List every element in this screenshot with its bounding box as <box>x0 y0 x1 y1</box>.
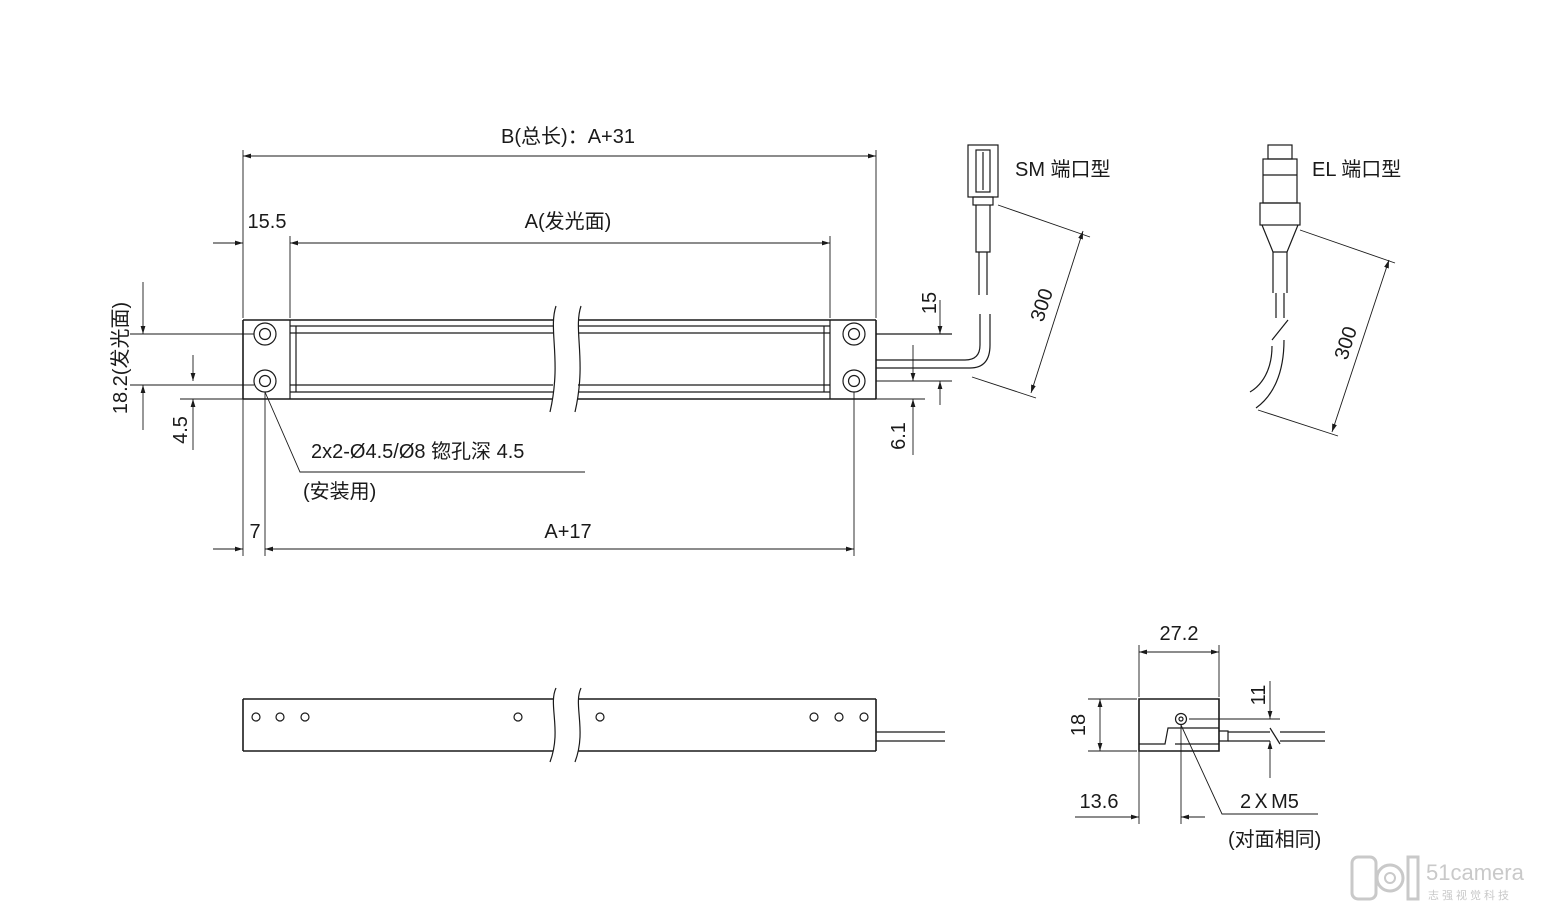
cable-offset-label: 15 <box>919 292 941 314</box>
screw-offset-top-label: 11 <box>1248 685 1270 706</box>
hole-offset-label: 4.5 <box>170 416 192 444</box>
end-view: 27.2 18 11 13.6 2ＸM5 (对面相同) <box>1068 623 1325 851</box>
emitting-width-label: 18.2(发光面) <box>109 302 132 414</box>
camera-logo-icon <box>1350 855 1420 901</box>
hole-span-label: A+17 <box>544 521 591 543</box>
emitting-length-label: A(发光面) <box>525 210 612 233</box>
left-offset-label: 15.5 <box>248 211 287 233</box>
front-view: B(总长)：A+31 15.5 A(发光面) 18.2(发光面) 4.5 2x2… <box>109 125 991 556</box>
total-length-label: B(总长)：A+31 <box>501 125 635 148</box>
end-width-label: 27.2 <box>1160 623 1199 645</box>
bottom-offset-label: 6.1 <box>888 422 910 450</box>
sm-cable-length-label: 300 <box>1027 286 1058 325</box>
screw-offset-left-label: 13.6 <box>1080 791 1119 813</box>
sm-connector: SM 端口型 300 <box>967 144 1111 399</box>
watermark-brand: 51camera <box>1426 860 1525 885</box>
side-view <box>242 687 945 763</box>
end-height-label: 18 <box>1068 714 1090 736</box>
watermark-tagline: 志强视觉科技 <box>1428 888 1512 902</box>
watermark-logo: 51camera 志强视觉科技 <box>1350 855 1525 902</box>
screws-label: 2ＸM5 <box>1240 791 1299 813</box>
el-connector-label: EL 端口型 <box>1312 158 1401 181</box>
sm-connector-label: SM 端口型 <box>1015 158 1111 181</box>
holes-note-label: (安装用) <box>303 480 376 503</box>
bottom-left-label: 7 <box>249 521 260 543</box>
screws-note-label: (对面相同) <box>1228 828 1321 851</box>
el-connector: EL 端口型 300 <box>1249 144 1401 437</box>
screw-icon <box>251 712 869 722</box>
holes-label: 2x2-Ø4.5/Ø8 锪孔深 4.5 <box>311 440 524 463</box>
